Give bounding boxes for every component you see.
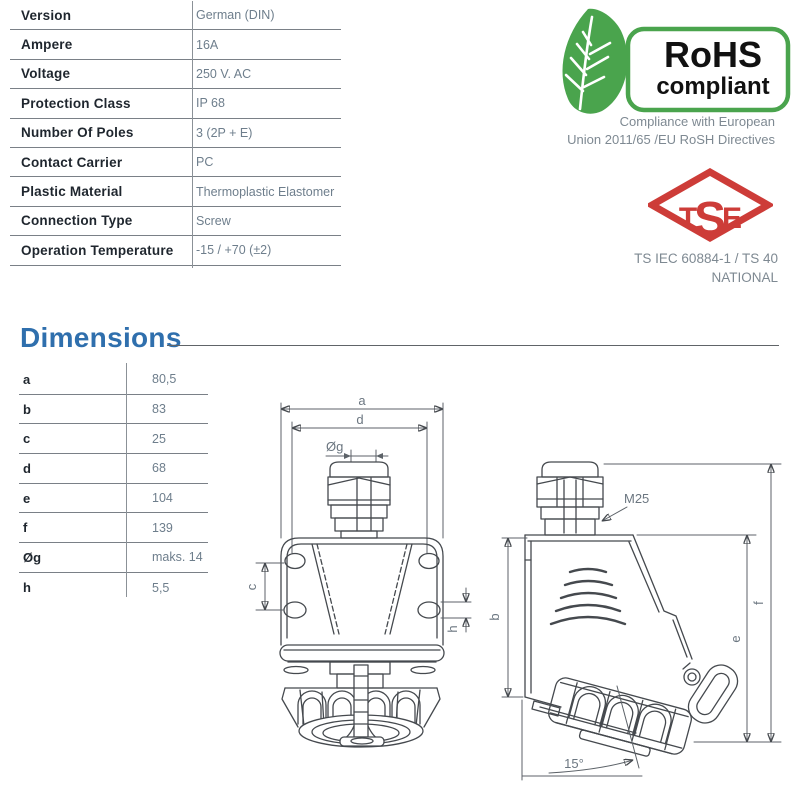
- spec-value: Screw: [196, 213, 231, 228]
- spec-row-poles: Number Of Poles 3 (2P + E): [10, 119, 341, 148]
- spec-value: PC: [196, 155, 214, 170]
- dim-label: d: [23, 460, 31, 476]
- spec-row-voltage: Voltage 250 V. AC: [10, 60, 341, 90]
- spec-label: Connection Type: [21, 213, 133, 229]
- spec-label: Voltage: [21, 66, 71, 82]
- dim-row-h: h 5,5: [19, 573, 208, 603]
- dim-label: h: [23, 580, 31, 596]
- spec-row-connection-type: Connection Type Screw: [10, 207, 341, 237]
- dim-value: 68: [152, 461, 166, 476]
- spec-label: Ampere: [21, 37, 73, 53]
- dim-row-e: e 104: [19, 484, 208, 514]
- spec-value: -15 / +70 (±2): [196, 243, 272, 258]
- side-view-drawing: M25: [487, 461, 782, 781]
- front-dim-d-label: d: [356, 412, 363, 427]
- dimensions-heading: Dimensions: [20, 322, 182, 353]
- front-view-drawing: a d Øg: [244, 393, 472, 748]
- spec-row-ampere: Ampere 16A: [10, 30, 341, 60]
- front-dim-c-label: c: [244, 583, 259, 590]
- spec-row-version: Version German (DIN): [10, 1, 341, 31]
- spec-label: Plastic Material: [21, 184, 123, 200]
- tse-scope: NATIONAL: [711, 270, 778, 285]
- dim-row-a: a 80,5: [19, 365, 208, 395]
- spec-value: 16A: [196, 37, 219, 52]
- dim-label: c: [23, 431, 31, 447]
- spec-label: Operation Temperature: [21, 242, 174, 258]
- tse-standard: TS IEC 60884-1 / TS 40: [634, 251, 778, 266]
- side-socket-ring: [531, 677, 692, 757]
- leaf-icon: [562, 8, 628, 114]
- front-cable-gland: [327, 461, 391, 539]
- front-dim-h-label: h: [445, 625, 460, 632]
- side-gland-thread-label: M25: [624, 491, 649, 506]
- dim-row-c: c 25: [19, 424, 208, 455]
- tse-letter-s: S: [694, 193, 726, 243]
- tse-diamond: [648, 168, 773, 243]
- dim-value: 5,5: [152, 580, 170, 595]
- spec-label: Version: [21, 7, 72, 23]
- spec-row-contact-carrier: Contact Carrier PC: [10, 148, 341, 178]
- mount-hole: [417, 601, 441, 619]
- side-cable-gland: [536, 461, 604, 536]
- side-tilt-angle-label: 15°: [564, 756, 584, 771]
- rohs-note-line2: Union 2011/65 /EU RoSH Directives: [567, 132, 775, 147]
- dim-row-f: f 139: [19, 513, 208, 544]
- spec-table-divider: [192, 1, 193, 268]
- dimensions-table-divider: [126, 363, 127, 597]
- spec-table: Version German (DIN) Ampere 16A Voltage …: [10, 1, 341, 268]
- spec-row-plastic-material: Plastic Material Thermoplastic Elastomer: [10, 177, 341, 207]
- spec-value: 250 V. AC: [196, 66, 252, 81]
- rohs-title: RoHS: [664, 34, 762, 75]
- dim-row-b: b 83: [19, 395, 208, 425]
- rohs-compliance-note: Compliance with European Union 2011/65 /…: [490, 113, 775, 149]
- tse-logo: T S E: [648, 168, 773, 243]
- spec-label: Number Of Poles: [21, 125, 134, 141]
- spec-label: Contact Carrier: [21, 154, 123, 170]
- dim-value: maks. 14: [152, 550, 203, 565]
- dimensions-table: a 80,5 b 83 c 25 d 68 e 104 f 139 Øg mak…: [19, 365, 208, 603]
- rohs-note-line1: Compliance with European: [619, 114, 775, 129]
- front-lower-housing: [279, 644, 445, 748]
- side-body: [524, 534, 693, 708]
- dim-label: a: [23, 371, 31, 387]
- spec-value: German (DIN): [196, 8, 275, 23]
- front-dim-g-label: Øg: [326, 439, 343, 454]
- side-dim-e-label: e: [728, 635, 743, 642]
- dimensions-heading-rule: [167, 345, 779, 346]
- dim-row-d: d 68: [19, 454, 208, 484]
- spec-row-protection-class: Protection Class IP 68: [10, 89, 341, 119]
- dim-value: 104: [152, 491, 173, 506]
- dim-row-g: Øg maks. 14: [19, 543, 208, 573]
- front-body: [280, 537, 444, 646]
- side-dim-f-label: f: [751, 601, 766, 605]
- dim-label: Øg: [23, 549, 42, 565]
- tse-certification-note: TS IEC 60884-1 / TS 40 NATIONAL: [493, 249, 778, 287]
- side-dim-b-label: b: [487, 613, 502, 620]
- spec-value: Thermoplastic Elastomer: [196, 184, 335, 199]
- dim-label: b: [23, 401, 31, 417]
- tse-letter-e: E: [722, 202, 742, 235]
- rohs-subtitle: compliant: [656, 73, 769, 100]
- spec-row-operation-temperature: Operation Temperature -15 / +70 (±2): [10, 236, 341, 266]
- spec-label: Protection Class: [21, 95, 131, 111]
- front-dim-a-label: a: [358, 393, 366, 408]
- mount-hole: [418, 552, 440, 570]
- side-cap-clip: [682, 662, 739, 724]
- rohs-badge-border: [625, 26, 791, 113]
- dim-value: 80,5: [152, 372, 177, 387]
- dim-value: 25: [152, 431, 166, 446]
- spec-value: 3 (2P + E): [196, 125, 253, 140]
- dim-value: 83: [152, 402, 166, 417]
- dim-value: 139: [152, 520, 173, 535]
- mount-hole: [284, 552, 306, 570]
- technical-drawings: a d Øg: [244, 393, 782, 781]
- dim-label: e: [23, 490, 31, 506]
- dim-label: f: [23, 520, 28, 536]
- tse-letter-t: T: [679, 202, 697, 235]
- spec-value: IP 68: [196, 96, 225, 111]
- rohs-logo: RoHS compliant: [562, 8, 791, 114]
